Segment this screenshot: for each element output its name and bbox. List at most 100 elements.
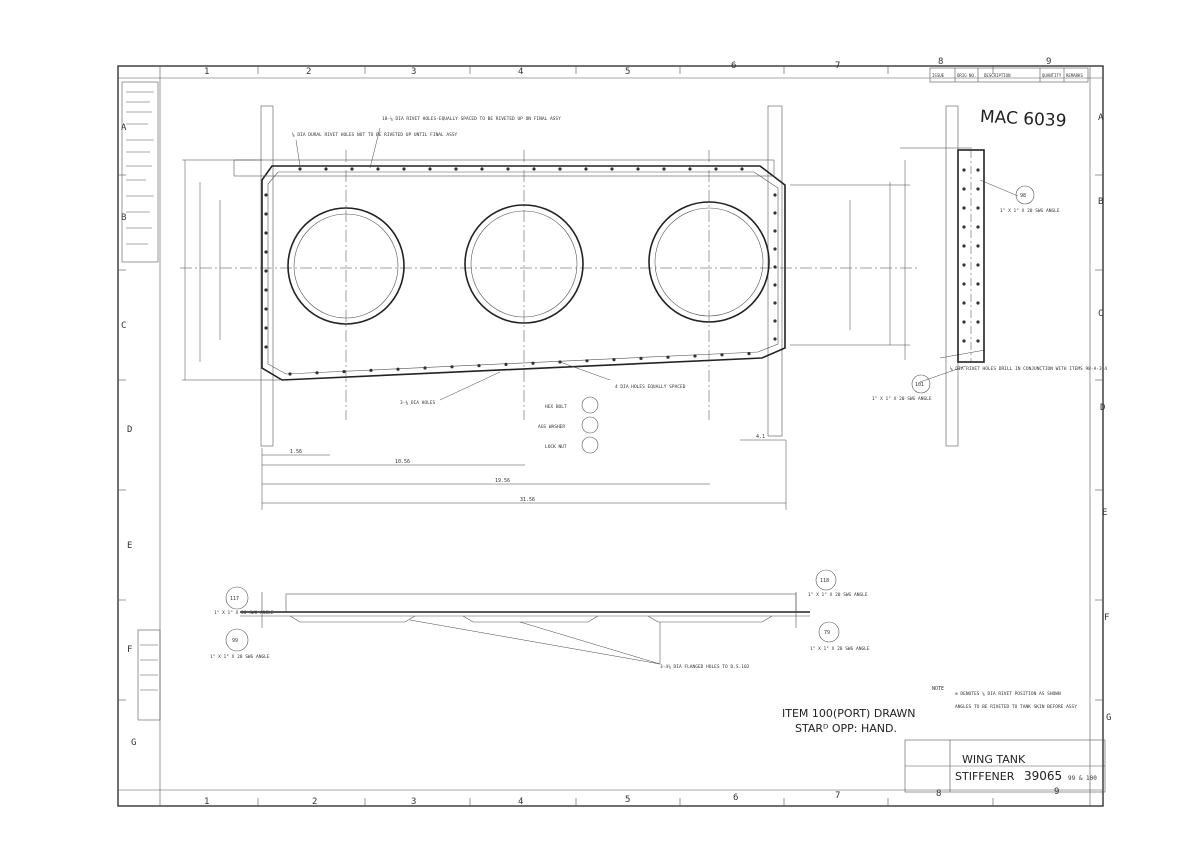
- rivet-side: [976, 282, 980, 286]
- rivet-top: [740, 167, 744, 171]
- rivet-top: [428, 167, 432, 171]
- rivet-bottom: [315, 371, 319, 375]
- rivet-right: [773, 229, 777, 233]
- rivet-bottom: [342, 370, 346, 374]
- handwritten-reference: MAC 6039: [979, 107, 1066, 132]
- rivet-bottom: [612, 358, 616, 362]
- note-item-line1: ITEM 100(PORT) DRAWN: [782, 707, 916, 720]
- rivet-top: [584, 167, 588, 171]
- grid-col-7-bottom: 7: [835, 791, 840, 801]
- grid-col-2-bottom: 2: [312, 797, 317, 807]
- plan-view: 3-4¾ DIA FLANGED HOLES TO D.S.102 1" X 1…: [210, 592, 870, 670]
- balloon-item-117-label: 117: [230, 596, 239, 602]
- balloon-item-118: [815, 569, 837, 591]
- rivet-side: [962, 206, 966, 210]
- rivet-bottom: [531, 361, 535, 365]
- rivet-left: [264, 345, 268, 349]
- grid-row-a: A: [121, 123, 127, 133]
- rivet-left: [264, 212, 268, 216]
- drawing-notes: ITEM 100(PORT) DRAWN STARᴰ OPP: HAND. NO…: [782, 686, 1077, 735]
- nut-balloon: [581, 436, 599, 454]
- rivet-left: [264, 231, 268, 235]
- dim-2: 10.56: [395, 459, 410, 465]
- grid-row-c-right: C: [1098, 309, 1103, 319]
- grid-col-8: 8: [938, 57, 943, 67]
- rivet-side: [962, 187, 966, 191]
- rivet-side: [962, 263, 966, 267]
- rivet-positions: [264, 167, 980, 376]
- grid-row-a-right: A: [1098, 113, 1104, 123]
- grid-col-5-bottom: 5: [625, 795, 630, 805]
- balloon-item-101-label: 101: [915, 382, 924, 388]
- flanged-hole-1: [287, 207, 405, 325]
- grid-col-5: 5: [625, 67, 630, 77]
- balloon-item-99-label: 99: [232, 638, 238, 644]
- grid-row-b-right: B: [1098, 197, 1103, 207]
- grid-row-f: F: [127, 645, 132, 655]
- callout-drill-note: ⅛ DIA RIVET HOLES DRILL IN CONJUNCTION W…: [950, 365, 1107, 372]
- drawing-items: 99 & 100: [1068, 775, 1097, 782]
- plan-angle-label-left-2: 1" X 1" X 20 SWG ANGLE: [210, 654, 270, 660]
- rivet-side: [976, 320, 980, 324]
- rivet-bottom: [396, 367, 400, 371]
- flanged-hole-2: [464, 204, 584, 324]
- grid-row-d: D: [127, 425, 132, 435]
- grid-col-6-bottom: 6: [733, 793, 738, 803]
- side-angle-label-2: 1" X 1" X 20 SWG ANGLE: [872, 396, 932, 402]
- rivet-bottom: [585, 359, 589, 363]
- balloon-item-98-label: 98: [1020, 193, 1026, 199]
- rivet-side: [962, 168, 966, 172]
- rivet-right: [773, 319, 777, 323]
- rivet-top: [350, 167, 354, 171]
- label-hex-bolt: HEX BOLT: [545, 404, 567, 410]
- balloon-item-118-label: 118: [820, 578, 829, 584]
- grid-col-1-bottom: 1: [204, 797, 209, 807]
- rivet-bottom: [450, 365, 454, 369]
- dim-1: 1.56: [290, 449, 302, 455]
- rev-header-quantity: QUANTITY: [1042, 73, 1062, 78]
- rivet-side: [976, 263, 980, 267]
- grid-col-3: 3: [411, 67, 416, 77]
- grid-col-3-bottom: 3: [411, 797, 416, 807]
- left-notes-column: [121, 81, 161, 721]
- dimension-lines: 1.56 10.56 19.56 31.56 4.1: [182, 159, 910, 510]
- grid-row-g-right: G: [1106, 713, 1111, 723]
- grid-col-1: 1: [204, 67, 209, 77]
- rev-header-issue: ISSUE: [932, 73, 945, 78]
- grid-row-labels: A B C D E F G A B C D E F G: [121, 113, 1111, 748]
- callout-holes-equal: 4 DIA HOLES EQUALLY SPACED: [615, 384, 686, 390]
- rivet-right: [773, 337, 777, 341]
- rivet-bottom: [423, 366, 427, 370]
- washer-balloon: [581, 416, 599, 434]
- rivet-side: [962, 301, 966, 305]
- dim-5: 4.1: [756, 434, 765, 440]
- rivet-top: [636, 167, 640, 171]
- grid-row-e: E: [127, 541, 132, 551]
- rev-header-description: DESCRIPTION: [984, 73, 1011, 78]
- rivet-bottom: [720, 353, 724, 357]
- rivet-right: [773, 247, 777, 251]
- grid-row-g: G: [131, 738, 136, 748]
- rivet-bottom: [639, 356, 643, 360]
- flanged-hole-3: [648, 201, 770, 323]
- rivet-side: [962, 320, 966, 324]
- note-line1: ⊕ DENOTES ⅛ DIA RIVET POSITION AS SHOWN: [955, 690, 1061, 697]
- rivet-top: [714, 167, 718, 171]
- dim-3: 19.56: [495, 478, 510, 484]
- rivet-side: [976, 187, 980, 191]
- grid-col-6: 6: [731, 61, 736, 71]
- rivet-right: [773, 193, 777, 197]
- rivet-side: [976, 301, 980, 305]
- main-elevation-view: [180, 105, 920, 447]
- balloon-item-98: [1015, 185, 1035, 205]
- grid-column-labels: 1 2 3 4 5 6 7 8 9 1 2 3 4 5 6 7 8 9: [204, 57, 1059, 807]
- rivet-bottom: [288, 372, 292, 376]
- balloon-item-79: [818, 621, 840, 643]
- flanged-holes: [287, 201, 770, 325]
- rivet-bottom: [693, 354, 697, 358]
- main-view-callouts: 18-⅛ DIA RIVET HOLES-EQUALLY SPACED TO B…: [292, 115, 1107, 454]
- rivet-side: [976, 339, 980, 343]
- rivet-top: [506, 167, 510, 171]
- grid-col-9: 9: [1046, 57, 1051, 67]
